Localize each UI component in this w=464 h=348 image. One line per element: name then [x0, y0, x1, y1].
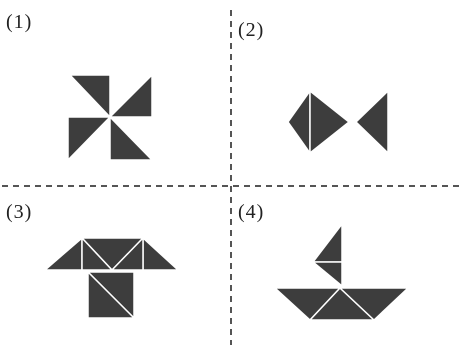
pinwheel-blade-bottom-right [109, 116, 153, 161]
panel-label-1: (1) [6, 11, 33, 33]
pinwheel-blade-bottom-left [67, 116, 111, 161]
mushroom-stem-lower [87, 271, 135, 319]
sailboat-sail-upper [312, 223, 343, 263]
sailboat-hull-right [339, 287, 409, 321]
fish-tail [355, 90, 389, 154]
panel-label-2: (2) [238, 19, 265, 41]
sailboat-figure [274, 223, 409, 321]
mushroom-figure [44, 237, 179, 319]
fish-body-right [309, 90, 350, 154]
pinwheel-blade-top-left [69, 74, 111, 118]
pinwheel-figure [67, 74, 153, 161]
mushroom-cap-inner-left [81, 237, 113, 271]
fish-figure [287, 90, 389, 154]
panel-label-3: (3) [6, 201, 33, 223]
mushroom-cap-left [44, 237, 83, 271]
fish-body-left [287, 90, 311, 154]
dividers [2, 10, 462, 345]
mushroom-cap-right [142, 237, 179, 271]
mushroom-cap-inner-right [111, 237, 144, 271]
panel-label-4: (4) [238, 201, 265, 223]
sailboat-sail-lower [312, 261, 343, 287]
pinwheel-blade-top-right [109, 74, 153, 118]
